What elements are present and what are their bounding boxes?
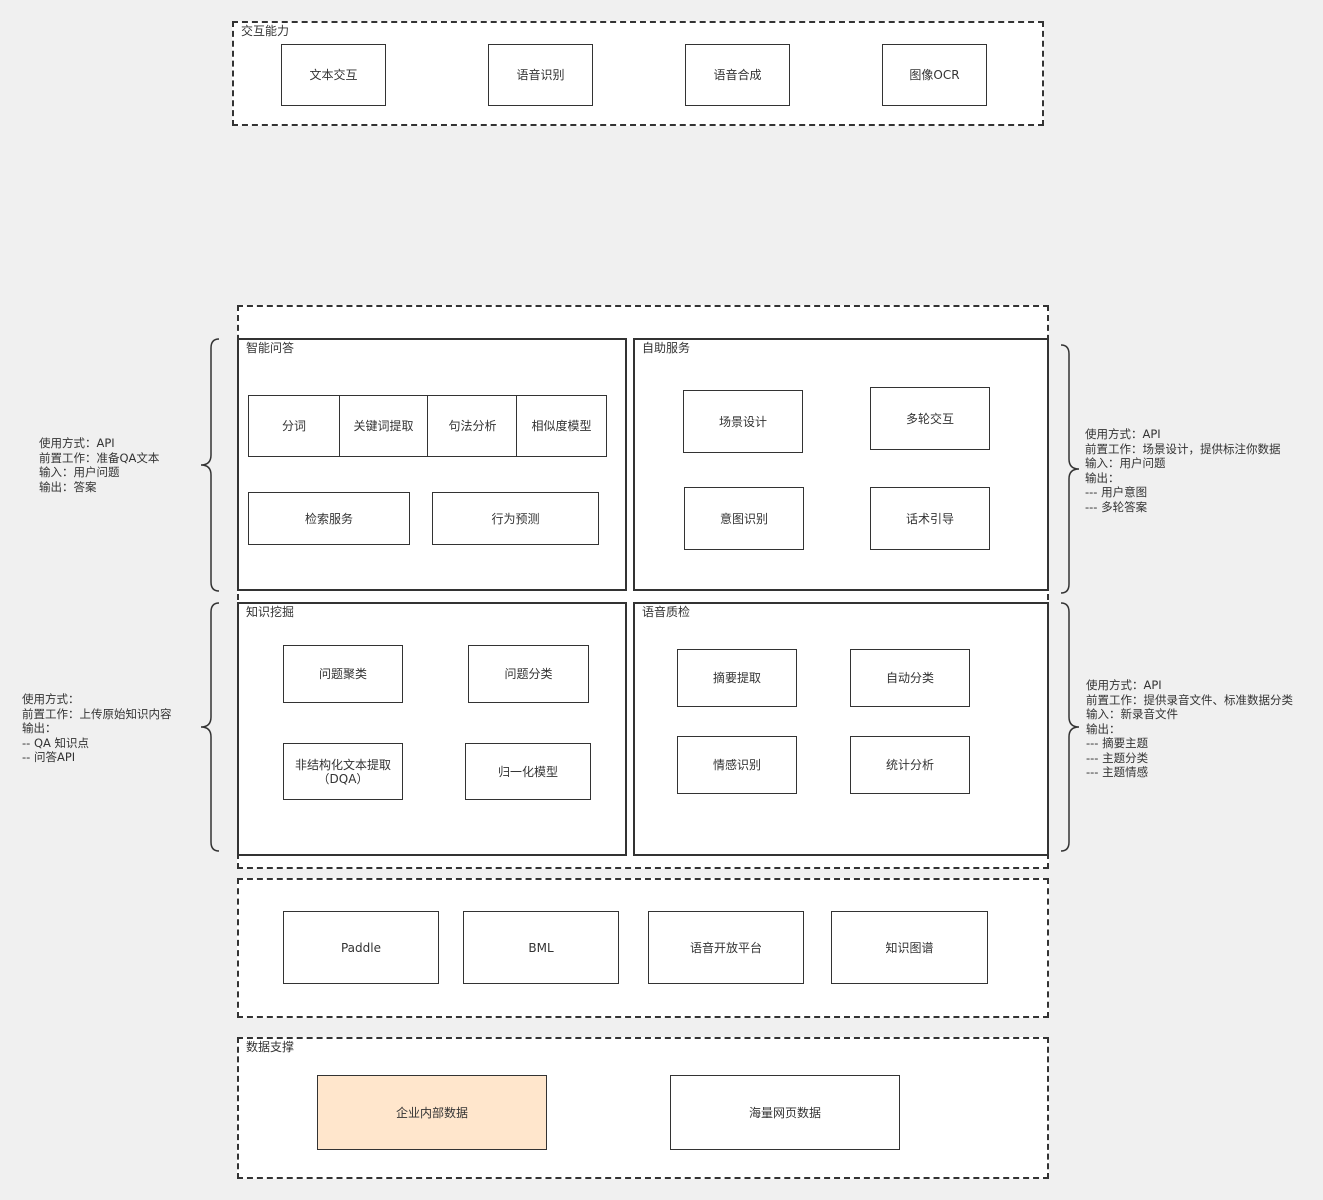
left-brace-smart-qa	[200, 338, 220, 592]
statistical-analysis-box: 统计分析	[850, 736, 970, 794]
image-ocr-box: 图像OCR	[882, 44, 987, 106]
smart-qa-title: 智能问答	[246, 341, 295, 355]
knowledge-mining-group	[237, 602, 627, 856]
behavior-prediction-box: 行为预测	[432, 492, 599, 545]
speech-recognition-box: 语音识别	[488, 44, 593, 106]
note-self-service: 使用方式：API 前置工作：场景设计，提供标注你数据 输入：用户问题 输出： -…	[1085, 427, 1281, 514]
note-smart-qa: 使用方式：API 前置工作：准备QA文本 输入：用户问题 输出：答案	[39, 436, 160, 494]
dqa-extraction-box: 非结构化文本提取 （DQA）	[283, 743, 403, 800]
scene-design-box: 场景设计	[683, 390, 803, 453]
script-guidance-box: 话术引导	[870, 487, 990, 550]
syntax-analysis-box: 句法分析	[427, 395, 518, 457]
knowledge-graph-box: 知识图谱	[831, 911, 988, 984]
web-data-box: 海量网页数据	[670, 1075, 900, 1150]
speech-platform-box: 语音开放平台	[648, 911, 804, 984]
voice-qc-group	[633, 602, 1049, 856]
interaction-layer-title: 交互能力	[241, 24, 290, 38]
multi-turn-box: 多轮交互	[870, 387, 990, 450]
paddle-box: Paddle	[283, 911, 439, 984]
right-brace-voice-qc	[1060, 602, 1080, 852]
similarity-model-box: 相似度模型	[516, 395, 607, 457]
smart-qa-group	[237, 338, 627, 591]
bml-box: BML	[463, 911, 619, 984]
auto-classification-box: 自动分类	[850, 649, 970, 707]
question-classification-box: 问题分类	[468, 645, 589, 703]
question-clustering-box: 问题聚类	[283, 645, 403, 703]
data-support-title: 数据支撑	[246, 1040, 295, 1054]
left-brace-knowledge-mining	[200, 602, 220, 852]
retrieval-service-box: 检索服务	[248, 492, 410, 545]
text-interaction-box: 文本交互	[281, 44, 386, 106]
normalization-model-box: 归一化模型	[465, 743, 591, 800]
self-service-group	[633, 338, 1049, 591]
self-service-title: 自助服务	[642, 341, 691, 355]
enterprise-data-box: 企业内部数据	[317, 1075, 547, 1150]
knowledge-mining-title: 知识挖掘	[246, 605, 295, 619]
speech-synthesis-box: 语音合成	[685, 44, 790, 106]
intent-recognition-box: 意图识别	[684, 487, 804, 550]
emotion-recognition-box: 情感识别	[677, 736, 797, 794]
voice-qc-title: 语音质检	[642, 605, 691, 619]
keyword-extraction-box: 关键词提取	[339, 395, 428, 457]
word-segmentation-box: 分词	[248, 395, 340, 457]
summary-extraction-box: 摘要提取	[677, 649, 797, 707]
note-voice-qc: 使用方式：API 前置工作：提供录音文件、标准数据分类 输入：新录音文件 输出：…	[1086, 678, 1293, 779]
note-knowledge-mining: 使用方式： 前置工作：上传原始知识内容 输出： -- QA 知识点 -- 问答A…	[22, 692, 172, 764]
right-brace-self-service	[1060, 344, 1080, 594]
